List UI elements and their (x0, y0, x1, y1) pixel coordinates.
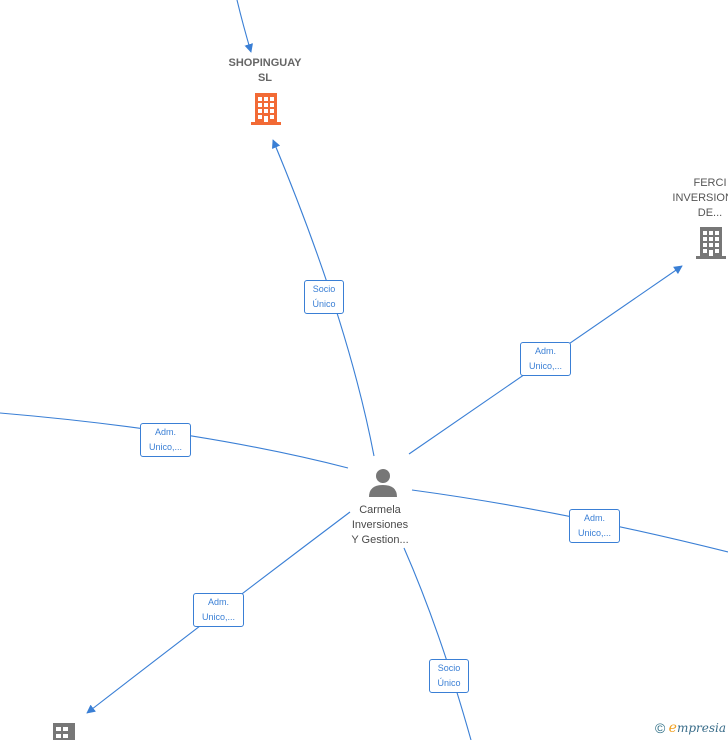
relation-line2: Unico,... (201, 612, 235, 622)
relation-line1: Adm. (534, 346, 556, 356)
relation-line1: Socio (312, 284, 336, 294)
relation-label-adm-unico[interactable]: Adm. Unico,... (569, 509, 620, 543)
node-ferci-line1: FERCI (693, 177, 727, 189)
node-carmela-line3: Y Gestion... (351, 534, 409, 546)
node-shopinguay-line1: SHOPINGUAY (228, 57, 302, 69)
relation-label-socio-unico[interactable]: Socio Único (304, 280, 344, 314)
node-shopinguay-label[interactable]: SHOPINGUAY SL (215, 56, 315, 86)
building-icon[interactable] (695, 225, 727, 260)
node-ferci-line2: INVERSIONES (672, 192, 728, 204)
empresia-watermark: © empresia (655, 720, 726, 736)
node-carmela-line1: Carmela (359, 504, 401, 516)
relation-line2: Unico,... (148, 442, 182, 452)
relation-line2: Único (437, 678, 461, 688)
copyright-symbol: © (654, 720, 666, 736)
brand-name: mpresia (676, 721, 726, 735)
node-carmela-label[interactable]: Carmela Inversiones Y Gestion... (330, 503, 430, 548)
relation-label-socio-unico[interactable]: Socio Único (429, 659, 469, 693)
node-ferci-label[interactable]: FERCI INVERSIONES DE... (660, 176, 728, 221)
relation-line2: Unico,... (528, 361, 562, 371)
node-ferci-line3: DE... (697, 207, 723, 219)
brand-e-logo: e (668, 720, 677, 736)
building-icon[interactable] (250, 91, 282, 126)
node-carmela-line2: Inversiones (351, 519, 409, 531)
edge-top-to-shopinguay (236, 0, 253, 53)
relation-label-adm-unico[interactable]: Adm. Unico,... (193, 593, 244, 627)
relation-line1: Adm. (583, 513, 605, 523)
building-icon[interactable] (51, 722, 79, 740)
relation-label-adm-unico[interactable]: Adm. Unico,... (520, 342, 571, 376)
edge-carmela-to-right (411, 489, 728, 553)
relation-line1: Adm. (154, 427, 176, 437)
relation-label-adm-unico[interactable]: Adm. Unico,... (140, 423, 191, 457)
relation-line1: Socio (437, 663, 461, 673)
relation-line2: Único (312, 299, 336, 309)
node-shopinguay-line2: SL (257, 72, 273, 84)
relation-line2: Unico,... (577, 528, 611, 538)
relation-line1: Adm. (207, 597, 229, 607)
person-icon[interactable] (367, 467, 399, 499)
edge-carmela-to-bottom (403, 547, 472, 740)
